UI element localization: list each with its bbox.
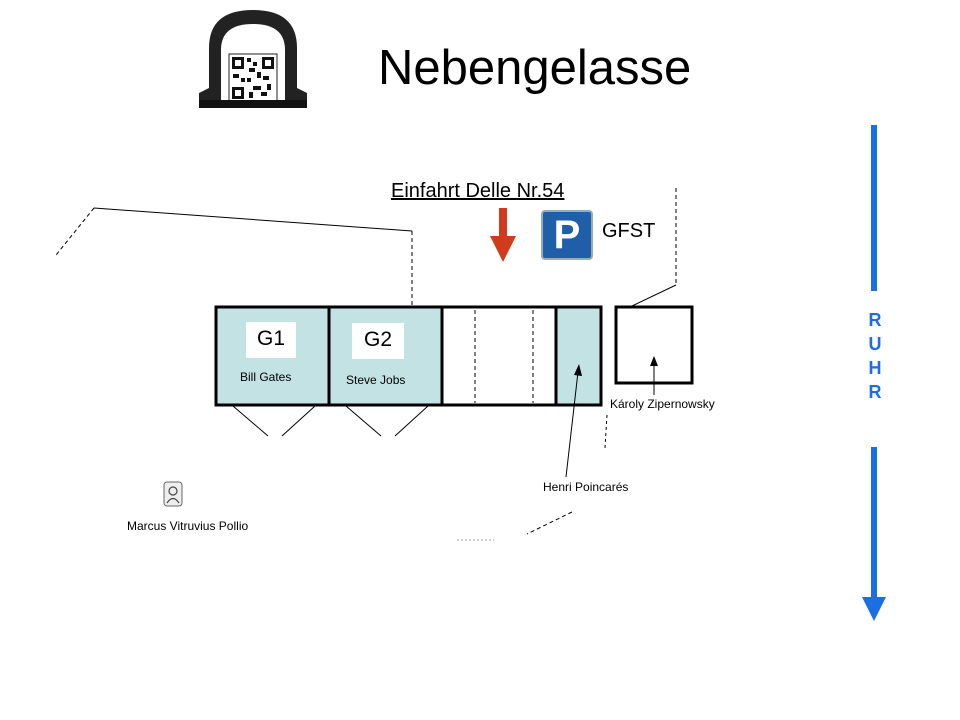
zipernowsky-label: Károly Zipernowsky [610, 397, 715, 411]
garage-g1-owner: Bill Gates [240, 370, 292, 384]
open-bay [440, 305, 558, 407]
poincare-label: Henri Poincarés [543, 480, 629, 494]
garage-g1-label: G1 [246, 322, 296, 358]
archway-qr-logo [199, 10, 307, 108]
river-letter-h: H [868, 358, 882, 378]
river-letter-r: R [868, 310, 882, 330]
parking-sign-letter: P [553, 213, 581, 257]
river-letter-r2: R [868, 382, 882, 402]
garage-g2-label: G2 [352, 323, 404, 359]
person-portrait-icon [163, 481, 183, 507]
parking-label: GFST [602, 220, 656, 242]
entrance-label: Einfahrt Delle Nr.54 [391, 180, 565, 202]
parking-sign-icon: P [541, 210, 593, 260]
river-letter-u: U [868, 334, 882, 354]
down-arrow-icon [490, 208, 516, 262]
shed-poincare [554, 305, 603, 407]
page-title: Nebengelasse [378, 41, 692, 95]
garage-g2-owner: Steve Jobs [346, 373, 406, 387]
vitruvius-label: Marcus Vitruvius Pollio [127, 519, 249, 533]
